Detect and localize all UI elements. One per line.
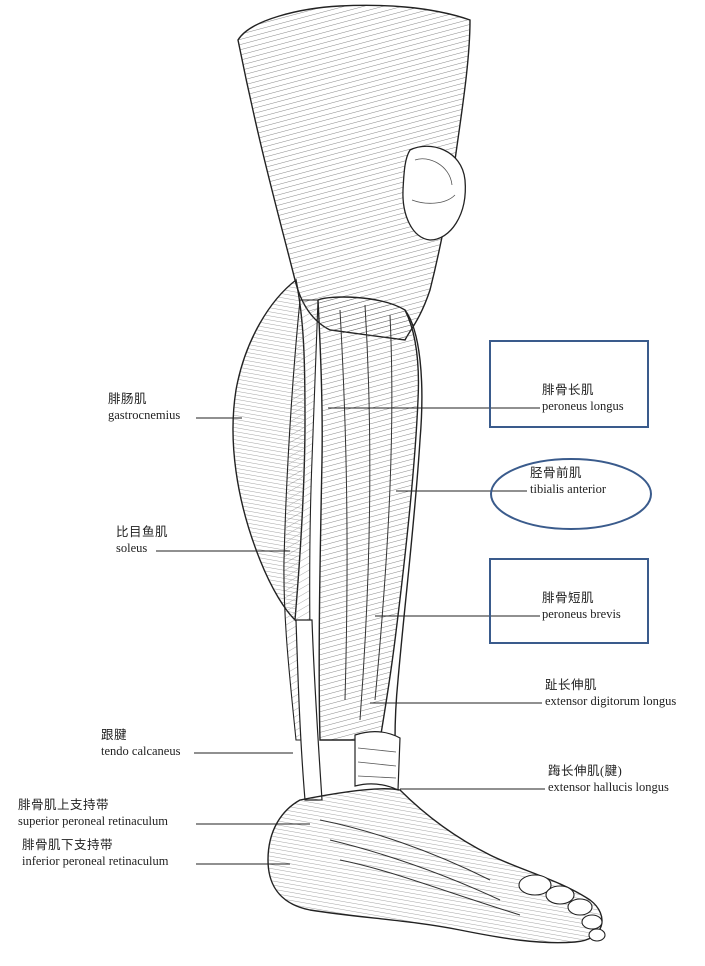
label-zh: 比目鱼肌 (116, 525, 168, 541)
label-extensor-digitorum-longus: 趾长伸肌 extensor digitorum longus (545, 678, 676, 709)
label-peroneus-longus: 腓骨长肌 peroneus longus (542, 383, 624, 414)
label-zh: 腓肠肌 (108, 392, 180, 408)
toe (568, 899, 592, 915)
label-peroneus-brevis: 腓骨短肌 peroneus brevis (542, 591, 621, 622)
label-tendo-calcaneus: 跟腱 tendo calcaneus (101, 728, 180, 759)
label-en: peroneus brevis (542, 607, 621, 623)
patella (403, 146, 465, 240)
label-zh: 腓骨肌上支持带 (18, 798, 168, 814)
label-zh: 趾长伸肌 (545, 678, 676, 694)
label-en: tendo calcaneus (101, 744, 180, 760)
achilles-tendon (296, 620, 322, 800)
label-en: peroneus longus (542, 399, 624, 415)
label-gastrocnemius: 腓肠肌 gastrocnemius (108, 392, 180, 423)
ankle-retinaculum (355, 732, 400, 790)
label-tibialis-anterior: 胫骨前肌 tibialis anterior (530, 466, 606, 497)
foot-outline (268, 789, 602, 943)
label-inferior-peroneal-retinaculum: 腓骨肌下支持带 inferior peroneal retinaculum (22, 838, 168, 869)
label-en: extensor hallucis longus (548, 780, 669, 796)
label-zh: 腓骨短肌 (542, 591, 621, 607)
label-superior-peroneal-retinaculum: 腓骨肌上支持带 superior peroneal retinaculum (18, 798, 168, 829)
label-en: gastrocnemius (108, 408, 180, 424)
label-extensor-hallucis-longus: 踇长伸肌(腱) extensor hallucis longus (548, 764, 669, 795)
toe (589, 929, 605, 941)
label-zh: 腓骨肌下支持带 (22, 838, 168, 854)
label-en: inferior peroneal retinaculum (22, 854, 168, 870)
toe (582, 915, 602, 929)
label-en: extensor digitorum longus (545, 694, 676, 710)
label-en: tibialis anterior (530, 482, 606, 498)
toe (546, 886, 574, 904)
label-zh: 踇长伸肌(腱) (548, 764, 669, 780)
label-zh: 跟腱 (101, 728, 180, 744)
label-zh: 胫骨前肌 (530, 466, 606, 482)
label-en: superior peroneal retinaculum (18, 814, 168, 830)
label-soleus: 比目鱼肌 soleus (116, 525, 168, 556)
label-zh: 腓骨长肌 (542, 383, 624, 399)
label-en: soleus (116, 541, 168, 557)
